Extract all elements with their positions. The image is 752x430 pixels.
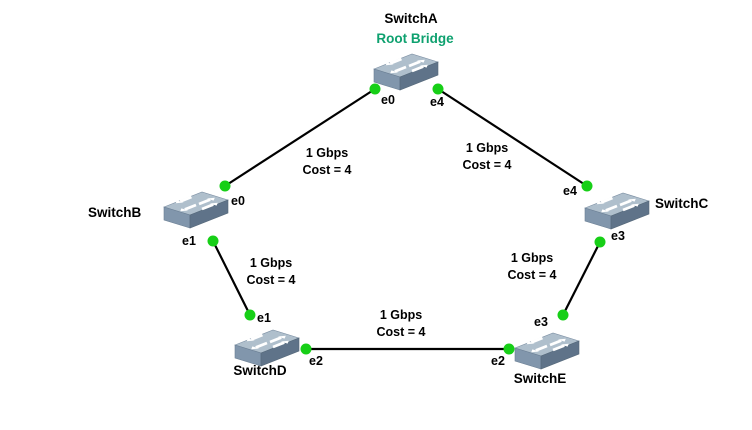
port-label-switche-e2: e2 (491, 354, 505, 368)
link-cost: Cost = 4 (462, 158, 512, 172)
link-speed: 1 Gbps (249, 256, 293, 270)
link-speed: 1 Gbps (465, 141, 509, 155)
port-dot-switche-e2 (503, 343, 515, 355)
node-label-switche: SwitchE (513, 371, 567, 386)
switch-icon-switcha[interactable] (372, 52, 440, 92)
link-label-switchc-switche: 1 Gbps Cost = 4 (492, 250, 572, 284)
port-label-switchd-e1: e1 (257, 311, 271, 325)
link-label-switchb-switchd: 1 Gbps Cost = 4 (231, 255, 311, 289)
switch-icon-switchd[interactable] (233, 328, 301, 368)
link-speed: 1 Gbps (379, 308, 423, 322)
port-dot-switchd-e2 (300, 343, 312, 355)
port-dot-switcha-e4 (432, 83, 444, 95)
port-dot-switche-e3 (557, 309, 569, 321)
port-dot-switchc-e3 (594, 236, 606, 248)
port-label-switchb-e0: e0 (231, 194, 245, 208)
link-label-switcha-switchb: 1 Gbps Cost = 4 (287, 145, 367, 179)
port-dot-switchb-e1 (207, 235, 219, 247)
port-dots-layer (207, 83, 606, 355)
port-label-switcha-e0: e0 (381, 93, 395, 107)
node-label-switchc: SwitchC (655, 196, 709, 211)
link-switcha-switchb[interactable] (224, 88, 376, 187)
link-cost: Cost = 4 (507, 268, 557, 282)
link-speed: 1 Gbps (510, 251, 554, 265)
link-switchc-switche[interactable] (562, 241, 601, 316)
port-label-switchb-e1: e1 (182, 234, 196, 248)
switch-icon-switche[interactable] (513, 331, 581, 371)
link-switchb-switchd[interactable] (212, 240, 251, 316)
port-label-switche-e3: e3 (534, 315, 548, 329)
link-switcha-switchc[interactable] (437, 88, 588, 187)
link-cost: Cost = 4 (376, 325, 426, 339)
port-label-switcha-e4: e4 (430, 95, 444, 109)
link-label-switchd-switche: 1 Gbps Cost = 4 (361, 307, 441, 341)
port-dot-switchd-e1 (244, 309, 256, 321)
port-dot-switcha-e0 (369, 83, 381, 95)
port-label-switchc-e4: e4 (563, 184, 577, 198)
port-dot-switchb-e0 (219, 180, 231, 192)
root-bridge-badge: Root Bridge (376, 31, 454, 46)
link-speed: 1 Gbps (305, 146, 349, 160)
port-label-switchc-e3: e3 (611, 229, 625, 243)
links-layer (212, 88, 601, 351)
link-cost: Cost = 4 (302, 163, 352, 177)
node-label-switchd: SwitchD (233, 363, 287, 378)
node-label-switcha: SwitchA (384, 11, 438, 26)
port-dot-switchc-e4 (581, 180, 593, 192)
port-label-switchd-e2: e2 (309, 354, 323, 368)
node-label-switchb: SwitchB (88, 205, 142, 220)
switch-icon-switchc[interactable] (583, 191, 651, 231)
link-cost: Cost = 4 (246, 273, 296, 287)
switch-icon-switchb[interactable] (162, 190, 230, 230)
link-label-switcha-switchc: 1 Gbps Cost = 4 (447, 140, 527, 174)
